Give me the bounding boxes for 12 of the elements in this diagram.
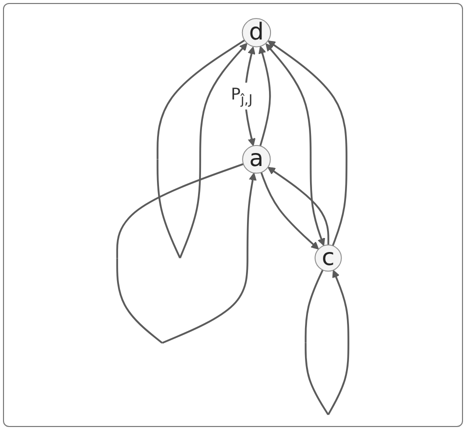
arrow — [304, 270, 350, 416]
node-circle: d — [242, 18, 272, 48]
arrow — [258, 46, 272, 146]
node-circle: a — [242, 145, 271, 174]
arrow — [260, 172, 320, 250]
arrow — [268, 166, 330, 245]
edge-label: P$_{ĵ,J}$ — [231, 85, 253, 108]
node-circle: c — [314, 244, 342, 272]
arrow — [156, 40, 248, 258]
arrow — [266, 43, 326, 246]
arrow — [268, 40, 348, 246]
arrow — [116, 163, 257, 344]
